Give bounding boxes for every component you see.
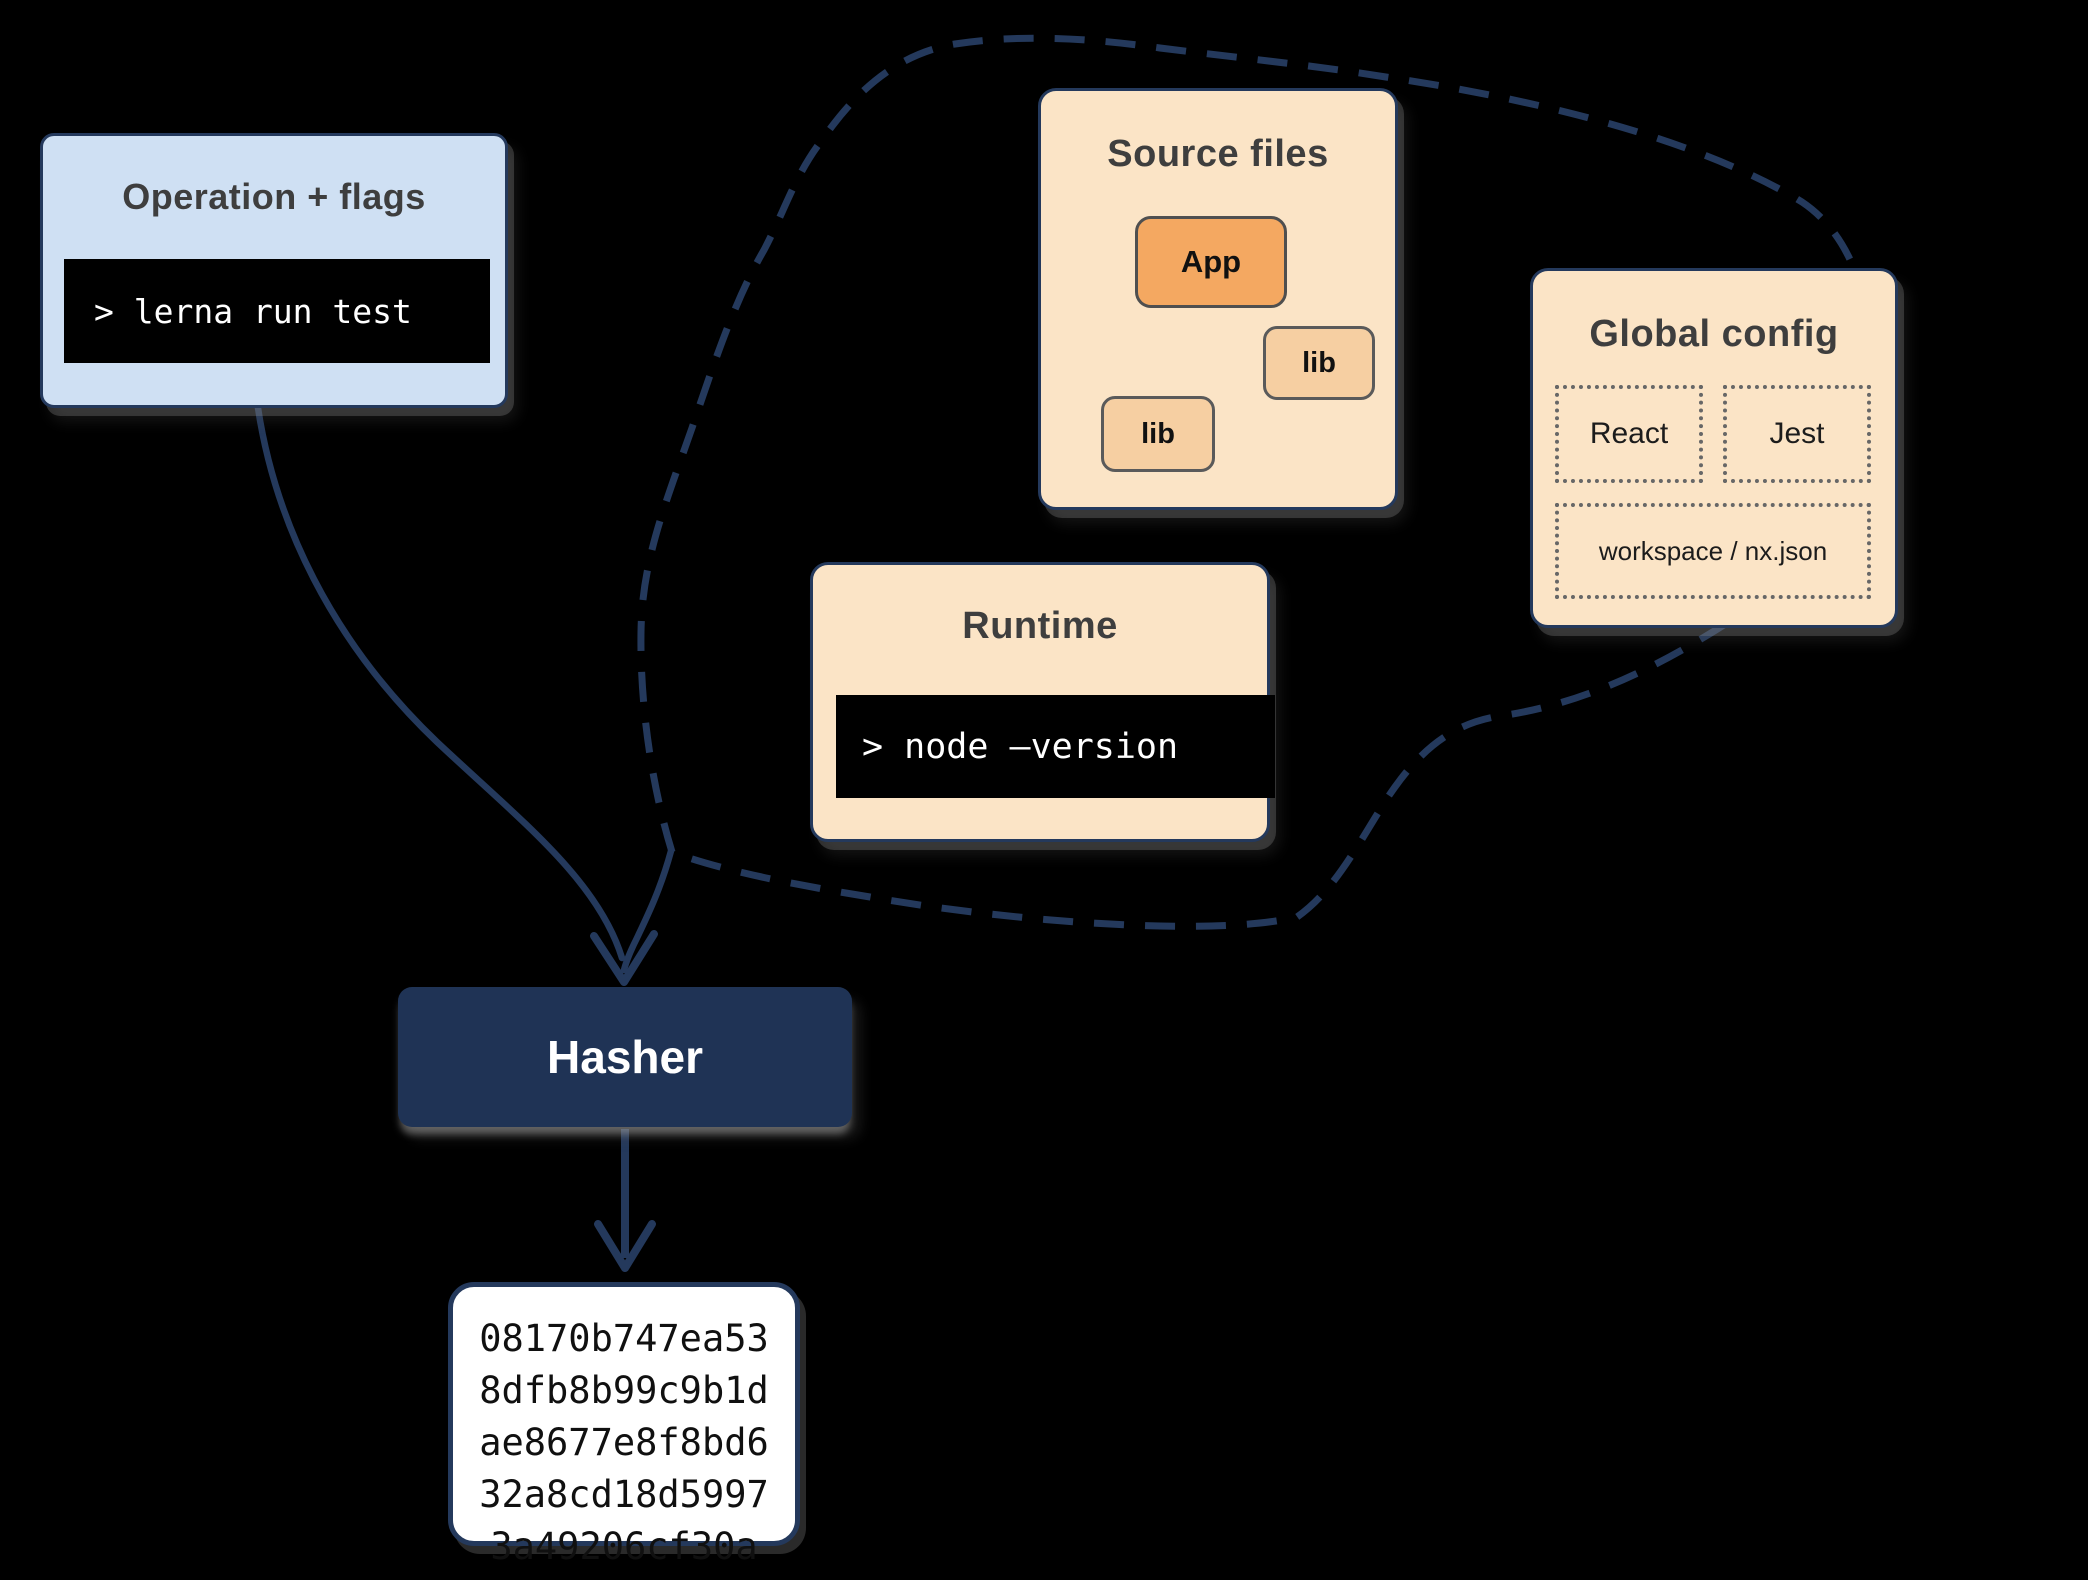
runtime-command-text: > node –version [862,726,1179,767]
lib-node-left: lib [1101,396,1215,472]
react-config-label: React [1589,417,1669,450]
source-files-title: Source files [1107,133,1329,175]
cloud-outline [637,34,1878,930]
hasher-input-arrowhead [590,930,658,986]
app-node: App [1135,216,1287,308]
operation-flags-title: Operation + flags [122,176,426,217]
global-config-box: Global config React Jest workspace / nx.… [1530,268,1898,628]
operation-command-text: > lerna run test [94,291,412,331]
lib-node-right: lib [1263,326,1375,400]
runtime-box: Runtime > node –version [810,562,1275,842]
react-config-item: React [1555,385,1703,483]
workspace-config-item: workspace / nx.json [1555,503,1871,599]
hash-output-box: 08170b747ea53 8dfb8b99c9b1d ae8677e8f8bd… [448,1282,800,1568]
hasher-box: Hasher [398,987,852,1127]
cloud-to-hasher-curve [620,847,675,974]
operation-to-hasher-curve [254,404,626,962]
lib-node-right-label: lib [1302,346,1336,379]
global-config-title: Global config [1589,313,1839,355]
hash-line: 08170b747ea53 [479,1317,769,1360]
runtime-terminal: > node –version [836,695,1275,798]
hash-line: 3a49206cf30a [490,1525,758,1568]
operation-flags-box: Operation + flags > lerna run test [40,133,508,408]
workspace-config-label: workspace / nx.json [1598,535,1828,566]
lib-node-left-label: lib [1141,417,1175,450]
hasher-label: Hasher [547,1031,703,1083]
hash-line: 8dfb8b99c9b1d [479,1369,769,1412]
jest-config-item: Jest [1723,385,1871,483]
operation-terminal: > lerna run test [64,259,490,363]
runtime-title: Runtime [962,605,1118,647]
source-files-box: Source files App lib lib [1038,88,1398,510]
app-node-label: App [1180,244,1242,279]
hash-line: 32a8cd18d5997 [479,1473,769,1516]
jest-config-label: Jest [1769,417,1825,450]
hash-line: ae8677e8f8bd6 [479,1421,769,1464]
hasher-to-hash-arrowhead [594,1220,656,1272]
